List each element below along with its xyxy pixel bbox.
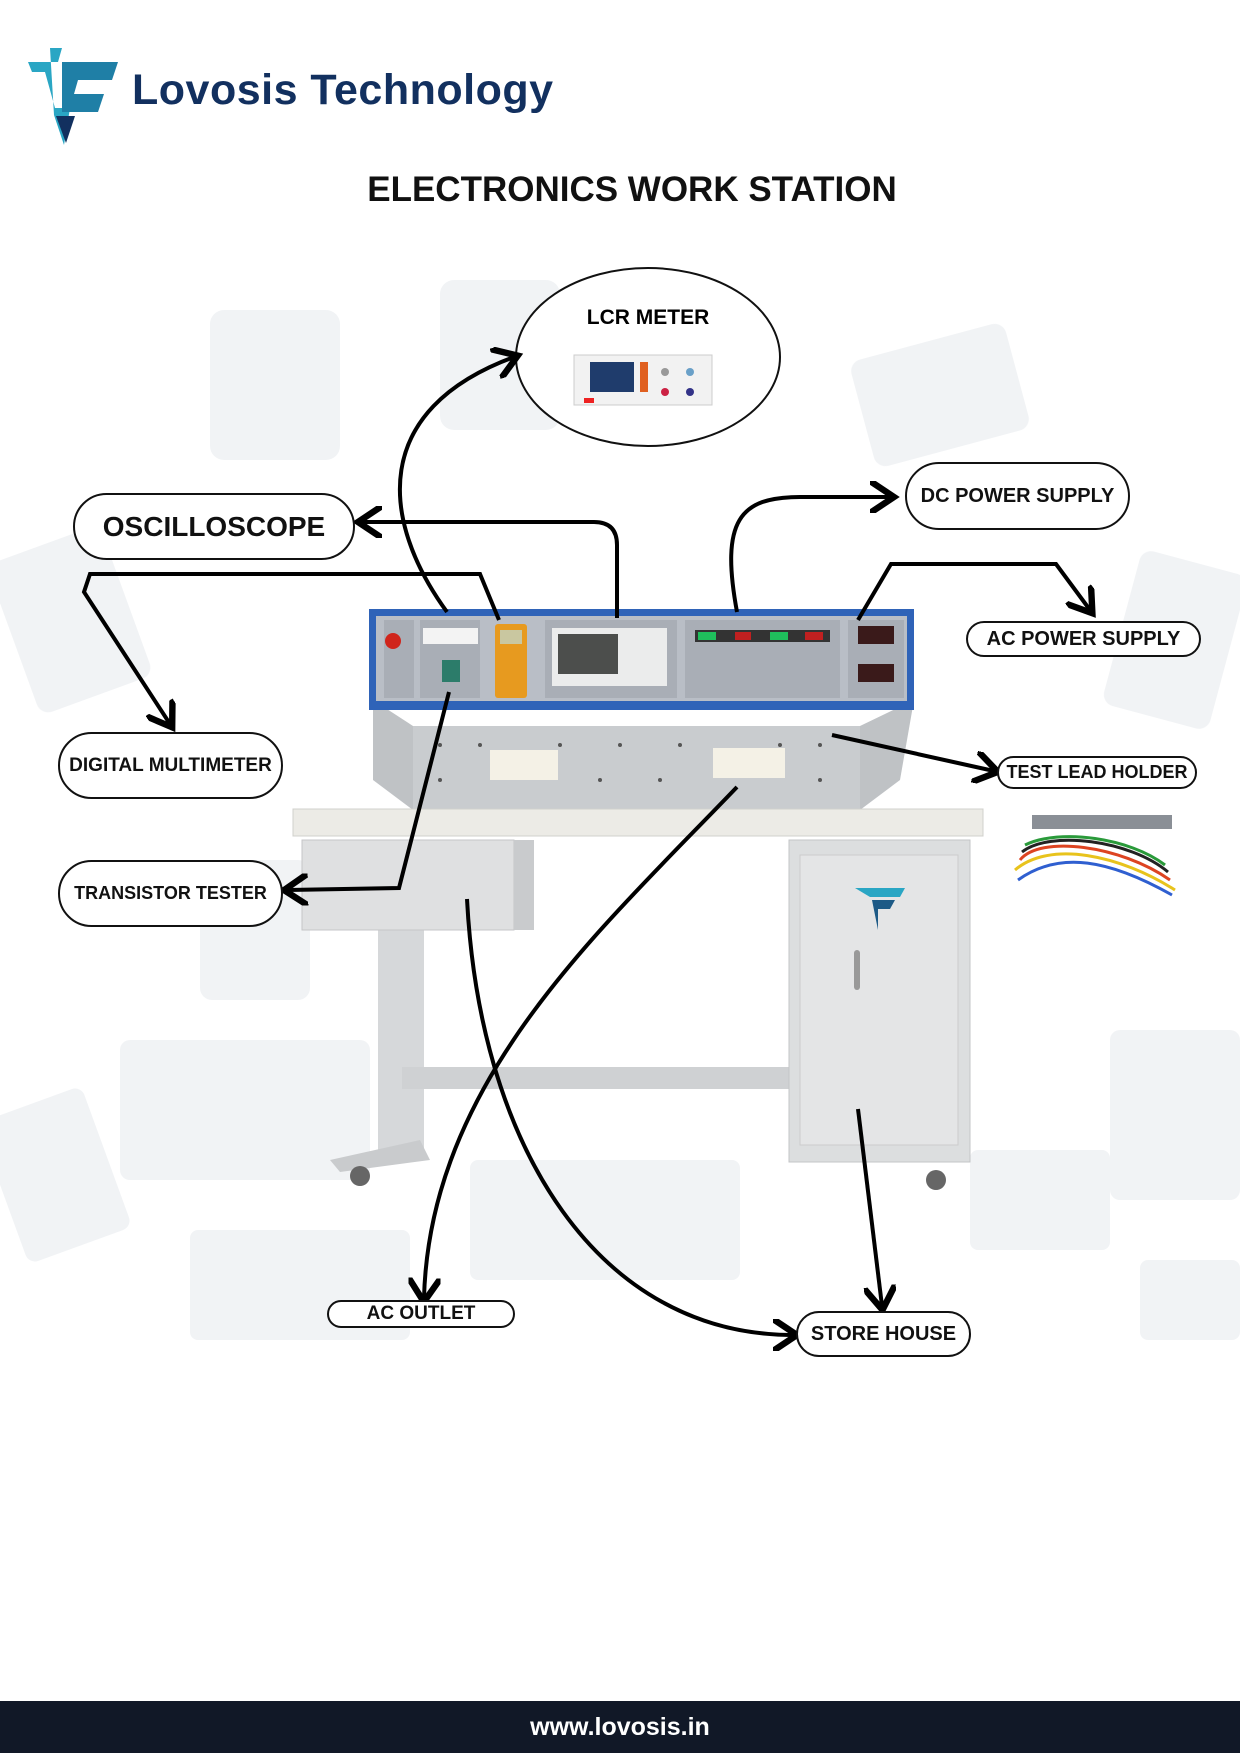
label-ac-power-supply: AC POWER SUPPLY	[966, 621, 1201, 657]
brand-logo-icon	[28, 48, 118, 145]
footer-website-link[interactable]: www.lovosis.in	[530, 1712, 710, 1741]
arrow-ac-outlet	[424, 785, 739, 1298]
footer: www.lovosis.in	[0, 1701, 1240, 1753]
callout-arrows	[81, 357, 1090, 1335]
lcr-meter-image	[573, 354, 713, 406]
label-dc-power-supply: DC POWER SUPPLY	[905, 462, 1130, 530]
arrow-store-house-drawer	[465, 898, 793, 1335]
label-transistor-tester: TRANSISTOR TESTER	[58, 860, 283, 927]
label-oscilloscope: OSCILLOSCOPE	[73, 493, 355, 560]
workbench	[292, 609, 984, 1190]
arrow-store-house-cabinet	[856, 1108, 882, 1306]
arrow-oscilloscope	[362, 522, 619, 618]
label-lcr-meter: LCR METER	[586, 306, 710, 329]
ac-outlet-socket-left	[490, 750, 558, 780]
cabinet-logo	[855, 888, 905, 930]
arrow-transistor-tester	[288, 691, 451, 890]
page-title: ELECTRONICS WORK STATION	[367, 170, 897, 209]
arrow-ac-power-supply	[856, 562, 1090, 622]
test-lead-holder-image	[1014, 815, 1176, 897]
label-store-house: STORE HOUSE	[796, 1311, 971, 1357]
arrow-test-lead-holder	[831, 733, 994, 771]
label-digital-multimeter: DIGITAL MULTIMETER	[58, 732, 283, 799]
background-equipment-watermark	[0, 280, 1240, 1340]
arrow-digital-multimeter	[81, 572, 501, 724]
arrow-dc-power-supply	[729, 497, 890, 613]
label-test-lead-holder: TEST LEAD HOLDER	[997, 756, 1197, 789]
label-ac-outlet: AC OUTLET	[327, 1300, 515, 1328]
brand-name: Lovosis Technology	[132, 66, 554, 114]
ac-outlet-socket-right	[713, 748, 785, 778]
lcr-meter-unit	[423, 628, 478, 644]
transistor-tester-unit	[442, 660, 460, 682]
